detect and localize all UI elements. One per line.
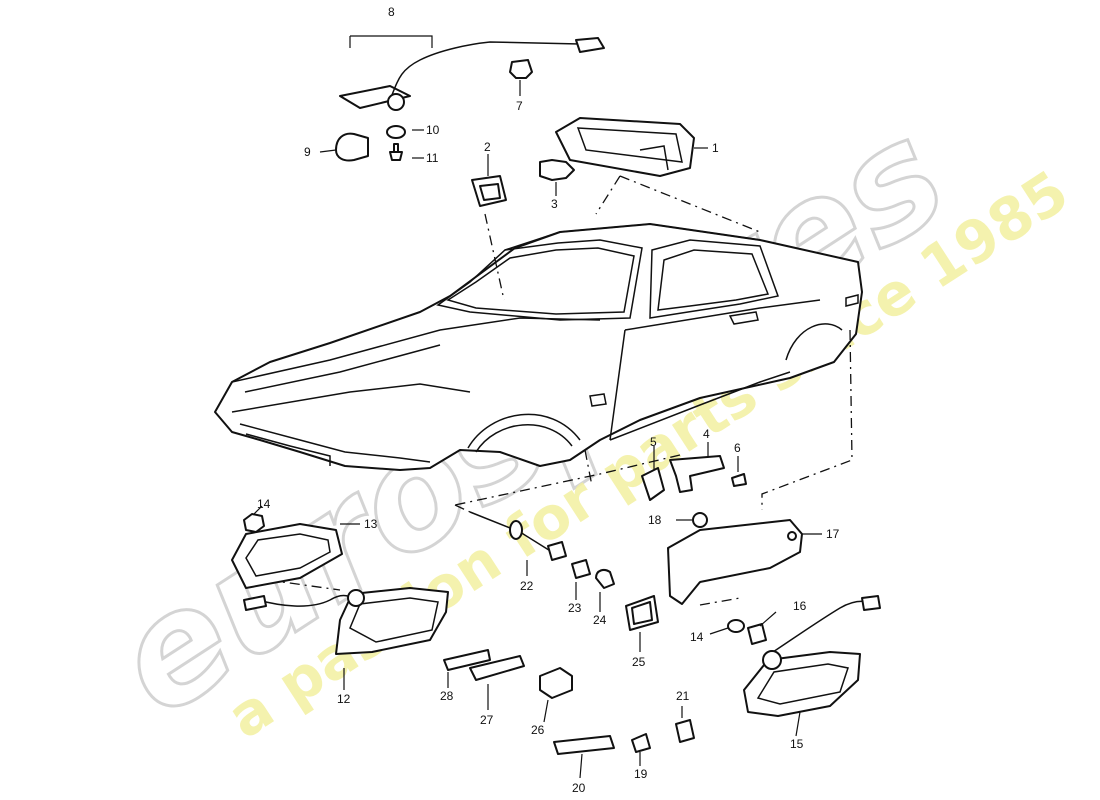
lens-part-25 bbox=[625, 595, 659, 631]
wiring-part-22 bbox=[469, 511, 567, 561]
clip-part-19 bbox=[631, 733, 651, 753]
callout-2: 2 bbox=[484, 140, 491, 154]
callout-21: 21 bbox=[676, 689, 690, 703]
callout-8: 8 bbox=[388, 5, 395, 19]
callout-13: 13 bbox=[364, 517, 378, 531]
clip-part-16 bbox=[747, 623, 767, 645]
terminal-part-27 bbox=[469, 655, 525, 681]
bulb-part-24 bbox=[595, 569, 615, 589]
rear-marker-housing-part-17 bbox=[667, 519, 803, 605]
indicator-lens-part-12 bbox=[243, 587, 449, 655]
bracket-part-4 bbox=[669, 455, 725, 493]
callout-16: 16 bbox=[793, 599, 807, 613]
clip-part-21 bbox=[675, 719, 695, 743]
callout-26: 26 bbox=[531, 723, 545, 737]
callout-22: 22 bbox=[520, 579, 534, 593]
callout-6: 6 bbox=[734, 441, 741, 455]
callout-14-right: 14 bbox=[690, 630, 704, 644]
terminal-part-28 bbox=[443, 649, 491, 671]
callout-17: 17 bbox=[826, 527, 840, 541]
connector-part-26 bbox=[539, 667, 573, 699]
callout-14-left: 14 bbox=[257, 497, 271, 511]
screw-part-6 bbox=[731, 473, 747, 487]
nut-part-14-left bbox=[243, 513, 265, 533]
callout-1: 1 bbox=[712, 141, 719, 155]
strip-part-20 bbox=[553, 735, 615, 755]
door-switch-part-2 bbox=[471, 175, 507, 207]
leader-lines bbox=[253, 80, 822, 779]
callout-5: 5 bbox=[650, 435, 657, 449]
screw-part-11 bbox=[389, 143, 403, 161]
socket-part-23 bbox=[571, 559, 591, 579]
callout-9: 9 bbox=[304, 145, 311, 159]
car-body bbox=[214, 223, 863, 471]
callout-7: 7 bbox=[516, 99, 523, 113]
callout-23: 23 bbox=[568, 601, 582, 615]
clip-part-7 bbox=[509, 59, 533, 79]
callout-10: 10 bbox=[426, 123, 440, 137]
callout-20: 20 bbox=[572, 781, 586, 795]
callout-12: 12 bbox=[337, 692, 351, 706]
nut-part-14-right bbox=[727, 619, 745, 633]
bulb-part-9 bbox=[335, 132, 369, 162]
callout-15: 15 bbox=[790, 737, 804, 751]
callout-28: 28 bbox=[440, 689, 454, 703]
interior-light-assembly bbox=[339, 35, 605, 111]
callout-18: 18 bbox=[648, 513, 662, 527]
callout-19: 19 bbox=[634, 767, 648, 781]
grommet-part-10 bbox=[386, 125, 406, 139]
grommet-part-18 bbox=[692, 512, 708, 528]
callout-11: 11 bbox=[426, 151, 439, 165]
indicator-lens-part-15 bbox=[743, 595, 881, 717]
callout-24: 24 bbox=[593, 613, 607, 627]
festoon-bulb-part-3 bbox=[539, 159, 575, 181]
guide-lines bbox=[267, 175, 853, 606]
callout-4: 4 bbox=[703, 427, 710, 441]
callout-labels: 1 2 3 4 5 6 7 8 9 10 11 12 13 14 14 15 1… bbox=[257, 5, 840, 795]
interior-lamp-part-1 bbox=[555, 117, 695, 177]
gasket-part-5 bbox=[641, 467, 665, 501]
callout-27: 27 bbox=[480, 713, 494, 727]
callout-3: 3 bbox=[551, 197, 558, 211]
callout-25: 25 bbox=[632, 655, 646, 669]
